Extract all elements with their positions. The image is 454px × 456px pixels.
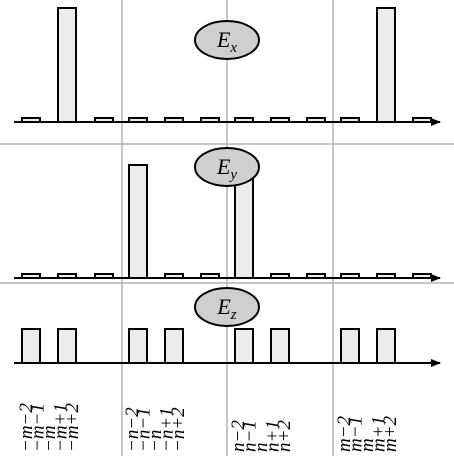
component-label-main: E [216, 294, 231, 319]
component-label-sub: y [228, 167, 237, 183]
tick-label: −m−2 [16, 403, 37, 452]
bar-z-3 [128, 328, 148, 364]
tick-label: −n−1 [134, 407, 155, 452]
label-bubble-y [194, 147, 260, 187]
label-bubble-z [194, 287, 260, 327]
tick-label: −m+2 [62, 403, 83, 452]
tick-label: −m [39, 425, 60, 452]
panel-x: Ex [14, 7, 441, 126]
component-label-y: Ey [216, 154, 237, 183]
dividers [121, 0, 334, 456]
component-label-x: Ex [216, 27, 237, 56]
panel-separators [0, 143, 454, 284]
tick-label: n−2 [228, 420, 249, 452]
bar-z-10 [376, 328, 396, 364]
bar-x-10 [376, 7, 396, 123]
bar-z-4 [164, 328, 184, 364]
tick-label: −n−2 [122, 407, 143, 452]
bar-z-6 [234, 328, 254, 364]
bar-z-7 [270, 328, 290, 364]
tick-label: −m−1 [28, 403, 49, 452]
bar-x-1 [57, 7, 77, 123]
bar-z-0 [21, 328, 41, 364]
tick-label: m+1 [369, 416, 390, 452]
tick-label: m [357, 438, 378, 452]
tick-label: m−2 [334, 415, 355, 452]
tick-label: n+2 [274, 420, 295, 452]
component-label-z: Ez [216, 294, 236, 323]
component-label-main: E [216, 27, 231, 52]
component-label-main: E [216, 154, 231, 179]
panel-z: Ez [14, 287, 441, 367]
tick-label: −n+1 [157, 407, 178, 452]
component-label-sub: x [229, 40, 237, 56]
tick-label: n+1 [263, 420, 284, 452]
tick-label: −n+2 [168, 407, 189, 452]
component-label-sub: z [230, 307, 237, 323]
tick-label: m+2 [380, 415, 401, 452]
tick-label: −n [145, 430, 166, 452]
label-bubble-x [194, 20, 260, 60]
tick-label: n [251, 443, 272, 453]
tick-label: n−1 [240, 420, 261, 452]
bar-z-9 [340, 328, 360, 364]
bar-z-1 [57, 328, 77, 364]
tick-label: −m+1 [51, 403, 72, 452]
tick-label: m−1 [346, 416, 367, 452]
panel-y: Ey [14, 147, 441, 282]
bar-y-3 [128, 164, 148, 279]
